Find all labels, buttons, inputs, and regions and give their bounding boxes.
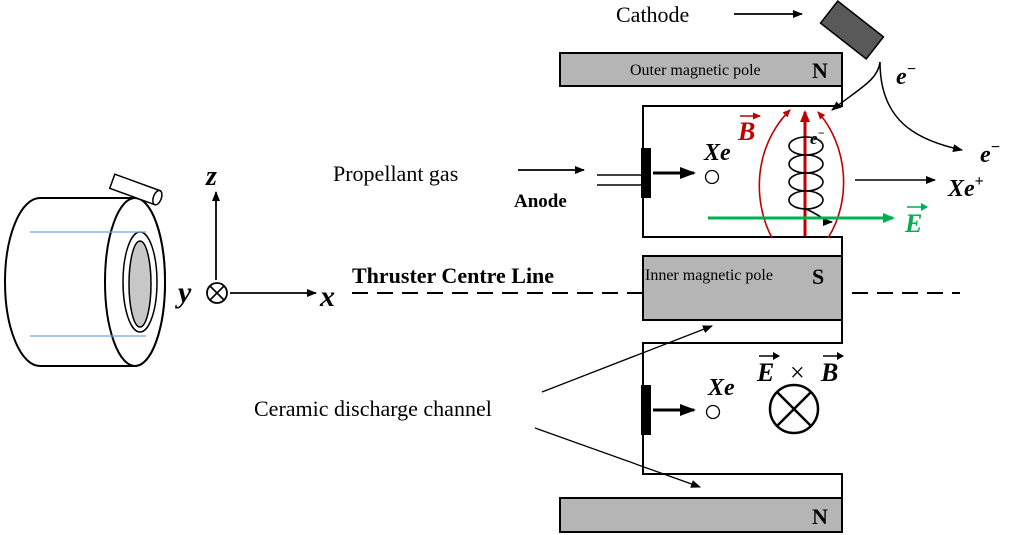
magnetic-field-lines: [758, 109, 845, 239]
electron-label-right: e−: [980, 139, 1000, 168]
coordinate-axes: z y x: [175, 161, 335, 313]
cathode-label: Cathode: [616, 2, 689, 27]
anode-label: Anode: [514, 191, 567, 212]
ceramic-pointer-lower: [534, 427, 701, 488]
exb-into-page-icon: [768, 383, 820, 435]
e-vector-label: E: [904, 203, 928, 238]
bottom-magnetic-pole: N: [559, 497, 843, 533]
exb-drift-label: E × B: [756, 352, 844, 387]
inner-magnetic-pole: Inner magnetic pole S: [642, 255, 843, 321]
electron-label-top: e−: [896, 61, 916, 90]
x-axis-label: x: [319, 280, 335, 313]
cathode: Cathode: [616, 0, 885, 60]
svg-text:×: ×: [790, 358, 805, 387]
electron-paths: [831, 61, 963, 153]
inner-pole-letter: S: [812, 264, 824, 289]
thruster-sketch: [4, 173, 166, 367]
svg-text:B: B: [737, 117, 755, 146]
b-vector-label: B: [737, 112, 761, 146]
z-axis-label: z: [205, 161, 217, 192]
y-axis-label: y: [175, 276, 192, 309]
outer-pole-letter: N: [812, 58, 828, 83]
svg-text:E: E: [756, 358, 774, 387]
electron-helix: [788, 136, 833, 226]
cathode-body: [819, 0, 885, 60]
xe-label-upper: Xe: [703, 140, 731, 166]
xe-atom-upper: [704, 169, 720, 185]
svg-text:E: E: [904, 209, 922, 238]
xe-atom-lower: [705, 404, 721, 420]
anode-lower: [641, 385, 651, 435]
propellant-feed: Propellant gas Anode: [333, 161, 643, 212]
xe-ion-label: Xe+: [947, 173, 984, 202]
svg-text:B: B: [820, 358, 838, 387]
ceramic-label: Ceramic discharge channel: [254, 396, 492, 421]
xe-label-lower: Xe: [707, 375, 735, 401]
ceramic-pointer-upper: [541, 325, 713, 393]
thruster-cathode-sketch: [108, 173, 163, 206]
inner-pole-label: Inner magnetic pole: [645, 267, 773, 284]
outer-pole-label: Outer magnetic pole: [630, 62, 761, 79]
bottom-pole-letter: N: [812, 504, 828, 529]
outer-magnetic-pole: Outer magnetic pole N: [559, 52, 843, 87]
thruster-core: [128, 240, 152, 328]
propellant-label: Propellant gas: [333, 161, 458, 186]
anode-upper: [641, 148, 651, 198]
centre-line-label: Thruster Centre Line: [352, 263, 554, 288]
